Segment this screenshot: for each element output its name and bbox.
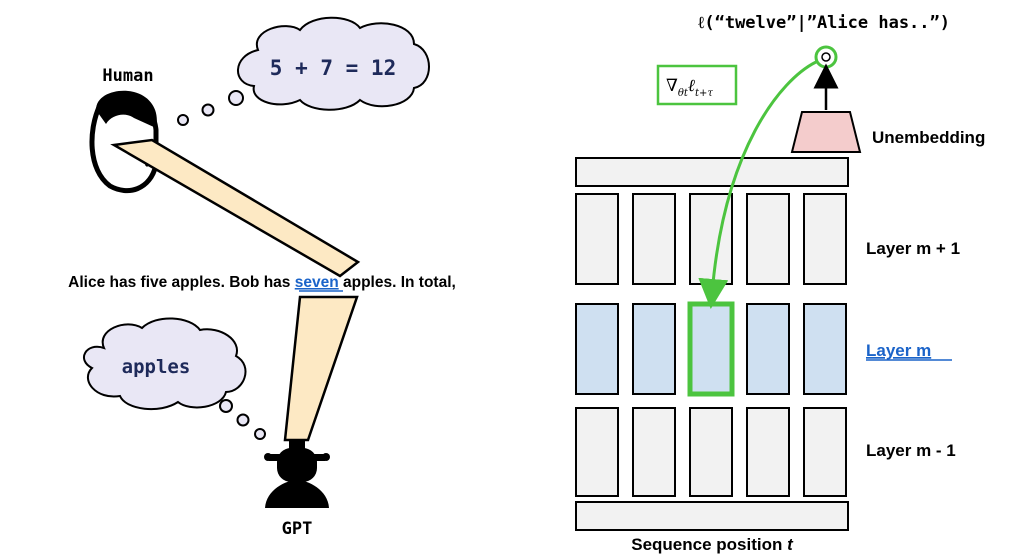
unembedding-block [790,111,862,153]
input-bar [575,501,849,531]
human-attention-beam [110,138,361,278]
layer-cell [803,303,847,395]
sentence-before: Alice has five apples. Bob has [68,274,295,291]
layer-cell [746,407,790,497]
human-label: Human [102,66,153,86]
layer-cell [575,407,619,497]
layer-m [575,301,847,397]
gpt-thought-text: apples [122,356,191,378]
layer-cell [575,193,619,285]
output-node-core [821,52,831,62]
layer-bottom-label: Layer m - 1 [866,441,956,460]
layer-cell [632,407,676,497]
layer-mid-label: Layer m [866,341,931,360]
human-thought-text: 5 + 7 = 12 [270,56,396,80]
layer-cell [746,193,790,285]
sequence-axis-label: Sequence position t [631,535,794,554]
layer-cell [689,407,733,497]
layer-cell [803,193,847,285]
gradient-label: ∇θtℓt+τ [666,76,713,99]
sentence-highlight-word: seven [295,274,339,291]
highlighted-layer-cell [687,301,735,397]
sentence-after: apples. In total, [339,274,456,291]
loss-label: ℓ(“twelve”|”Alice has..”) [698,13,950,33]
human-thought-bubble [177,16,430,126]
gradient-arrow [698,60,817,309]
layer-cell [746,303,790,395]
input-sentence: Alice has five apples. Bob has seven app… [68,274,456,291]
gpt-thought-bubble [83,317,266,440]
layer-cell [803,407,847,497]
layer-m-minus-1 [575,407,847,497]
layer-cell [575,303,619,395]
gpt-label: GPT [282,519,313,539]
gradient-box [656,64,738,106]
layer-m-plus-1 [575,193,847,285]
output-bar [575,157,849,187]
gpt-robot-icon [264,440,330,508]
unembedding-label: Unembedding [872,128,985,147]
layer-cell [632,303,676,395]
layer-cell [632,193,676,285]
layer-top-label: Layer m + 1 [866,239,960,258]
gpt-attention-beam [283,295,359,442]
